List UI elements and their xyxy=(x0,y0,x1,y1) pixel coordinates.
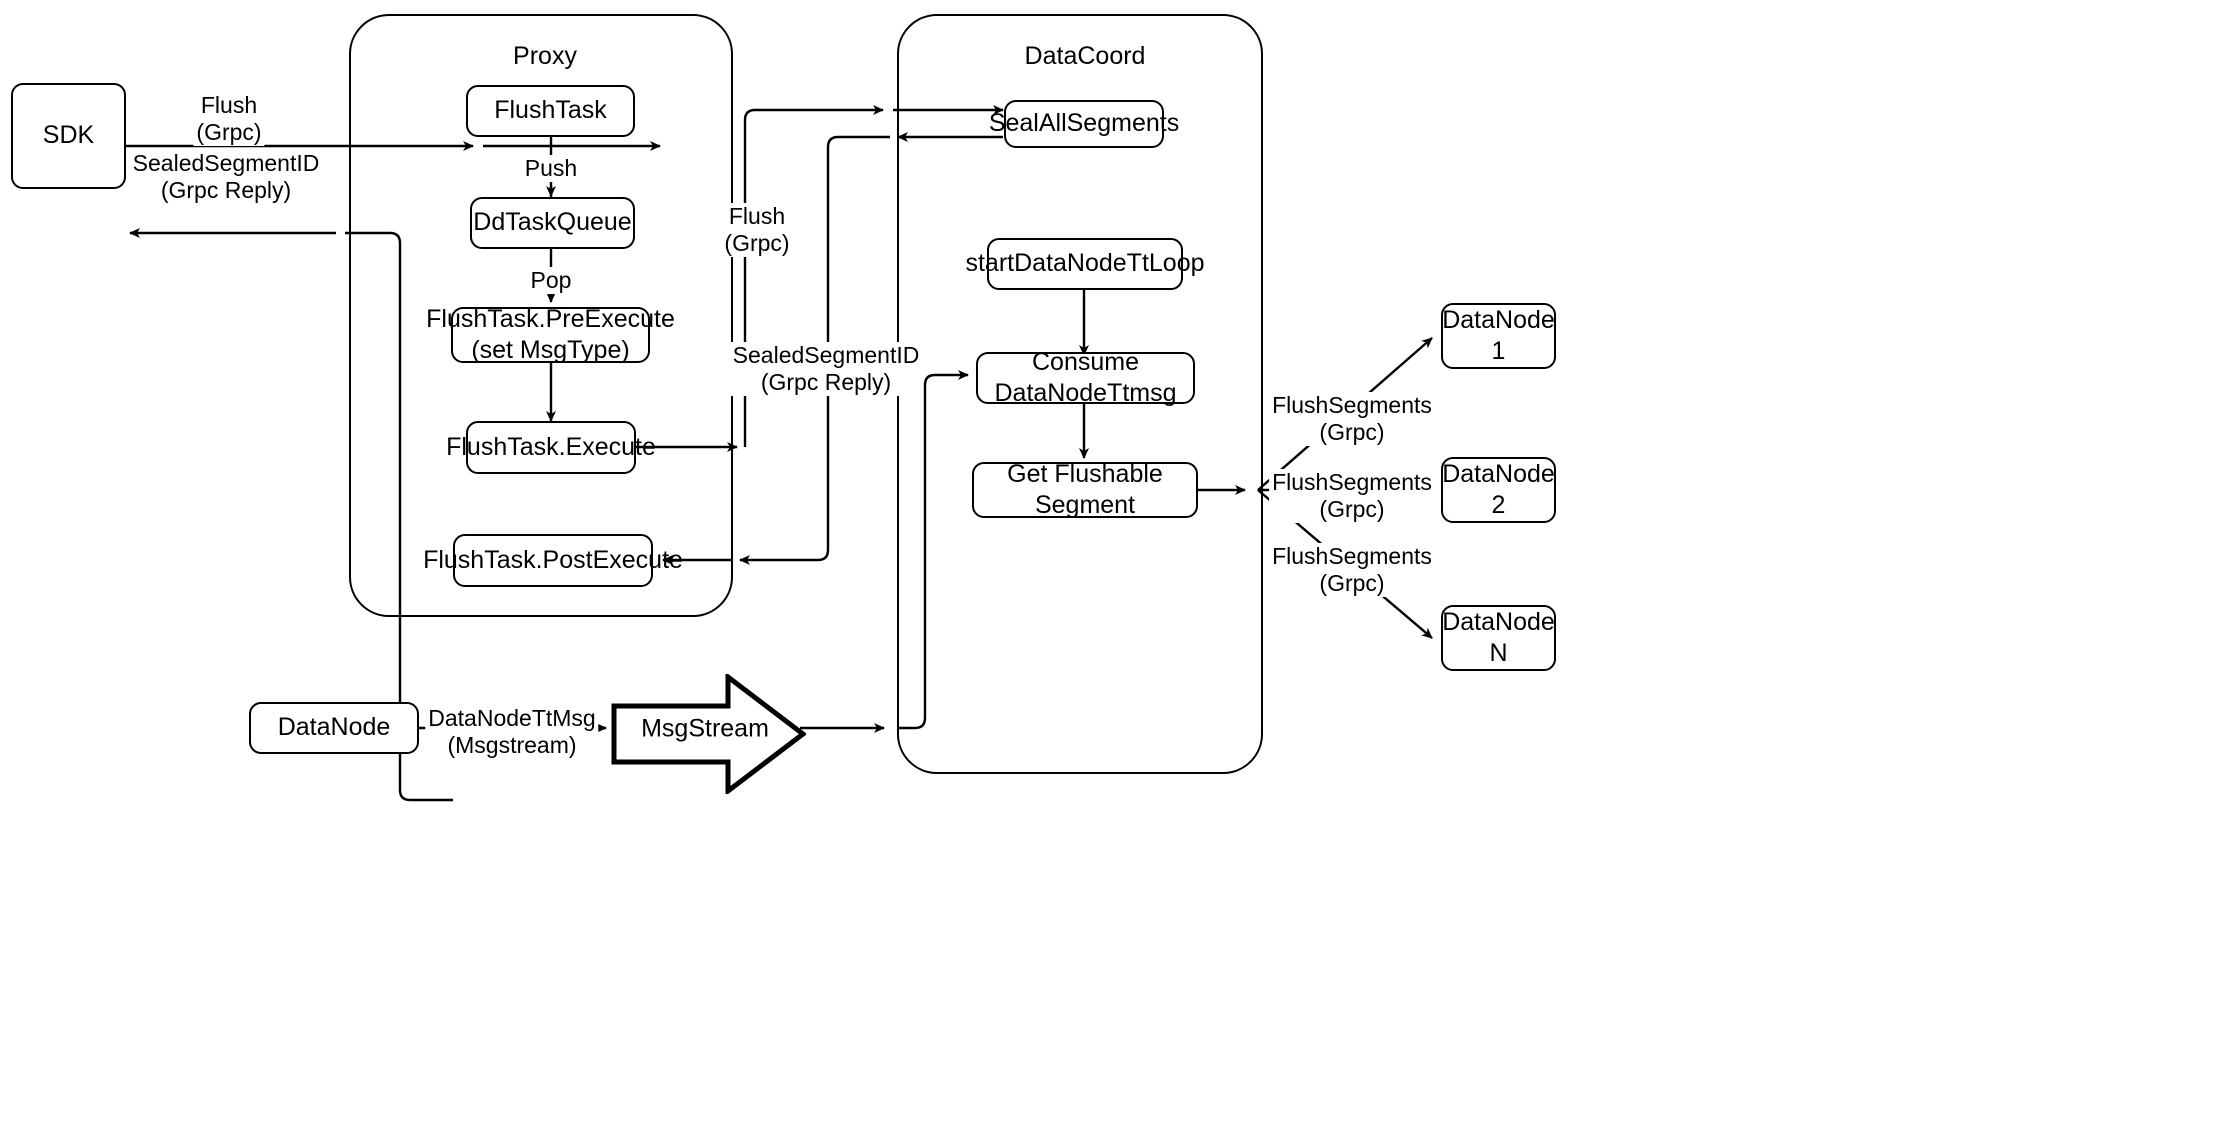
edge-label-datanode-ttmsg: DataNodeTtMsg (Msgstream) xyxy=(425,705,599,760)
container-datacoord-title: DataCoord xyxy=(1024,42,1146,70)
node-flushtask[interactable]: FlushTask xyxy=(466,85,635,137)
node-datanode-2[interactable]: DataNode 2 xyxy=(1441,457,1556,523)
container-proxy-title: Proxy xyxy=(513,42,577,70)
node-ddtaskqueue[interactable]: DdTaskQueue xyxy=(470,197,635,249)
node-sealallsegments[interactable]: SealAllSegments xyxy=(989,100,1179,148)
node-flushtask-postexecute[interactable]: FlushTask.PostExecute xyxy=(423,534,683,587)
edge-label-proxy-to-datacoord: Flush (Grpc) xyxy=(721,203,793,258)
node-datanode-n[interactable]: DataNode N xyxy=(1441,605,1556,671)
node-datanode-bottom[interactable]: DataNode xyxy=(249,702,419,754)
edge-postexecute-to-sdkline xyxy=(345,231,453,802)
edge-label-proxy-to-sdk: SealedSegmentID (Grpc Reply) xyxy=(129,150,323,205)
node-flushtask-execute[interactable]: FlushTask.Execute xyxy=(446,421,656,474)
node-datanode-1[interactable]: DataNode 1 xyxy=(1441,303,1556,369)
node-get-flushable-segment[interactable]: Get Flushable Segment xyxy=(972,460,1198,519)
edge-label-flushsegments-2: FlushSegments (Grpc) xyxy=(1269,469,1435,524)
edge-label-pop: Pop xyxy=(527,267,575,295)
edge-datacoordentry-to-consume xyxy=(897,370,969,730)
node-flushtask-preexecute[interactable]: FlushTask.PreExecute (set MsgType) xyxy=(426,304,675,364)
msgstream-block-arrow[interactable] xyxy=(611,674,806,794)
edge-label-push: Push xyxy=(521,155,581,183)
node-msgstream-label: MsgStream xyxy=(641,714,769,743)
edge-label-datacoord-to-proxy: SealedSegmentID (Grpc Reply) xyxy=(729,342,923,397)
container-proxy xyxy=(349,14,733,617)
edge-label-flushsegments-n: FlushSegments (Grpc) xyxy=(1269,543,1435,598)
edge-label-sdk-to-proxy: Flush (Grpc) xyxy=(193,92,265,147)
edge-label-flushsegments-1: FlushSegments (Grpc) xyxy=(1269,392,1435,447)
node-startdatanodettloop[interactable]: startDataNodeTtLoop xyxy=(965,238,1205,290)
edge-flush-riser-to-datacoord xyxy=(743,105,884,447)
node-sdk[interactable]: SDK xyxy=(11,83,126,189)
node-consume-datanodettmsg[interactable]: Consume DataNodeTtmsg xyxy=(976,348,1195,407)
